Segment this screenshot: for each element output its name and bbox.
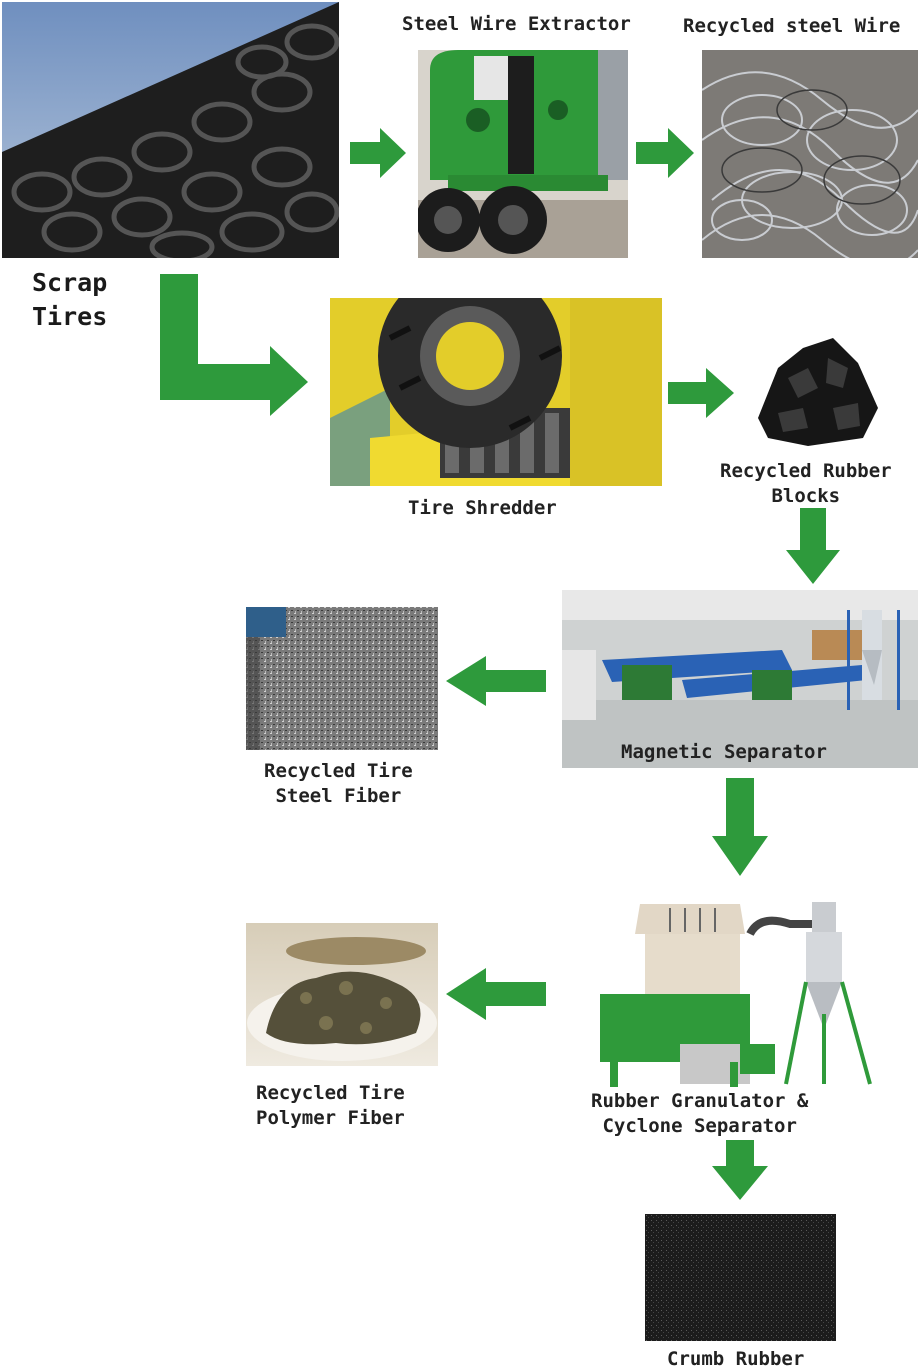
recycled-tire-steel-fiber-label: Recycled Tire Steel Fiber [264,760,413,807]
tire-shredder-image [330,298,662,486]
arrow-extractor-to-steel-wire [636,128,694,178]
recycled-steel-wire-label: Recycled steel Wire [683,15,901,37]
arrow-magnetic-separator-to-steel-fiber [446,656,546,706]
arrow-scrap-to-extractor [350,128,406,178]
recycled-tire-polymer-fiber-label: Recycled Tire Polymer Fiber [256,1082,405,1129]
recycled-tire-polymer-fiber-image [246,923,438,1066]
recycled-rubber-blocks-label: Recycled Rubber Blocks [720,460,892,507]
crumb-rubber-image [645,1214,836,1341]
arrow-shredder-to-rubber-blocks [668,368,734,418]
crumb-rubber-label: Crumb Rubber [667,1348,805,1370]
arrow-magnetic-separator-to-granulator [712,778,768,876]
recycled-steel-wire-image [702,50,918,258]
arrow-granulator-to-polymer-fiber [446,968,546,1020]
steel-wire-extractor-label: Steel Wire Extractor [402,13,631,35]
magnetic-separator-label: Magnetic Separator [621,741,827,763]
arrow-scrap-to-shredder [160,274,308,416]
steel-wire-extractor-image [418,50,628,258]
magnetic-separator-image [562,590,918,768]
tire-shredder-label: Tire Shredder [408,497,557,519]
rubber-granulator-cyclone-separator-image [600,894,875,1092]
recycled-tire-steel-fiber-image [246,607,438,750]
recycled-rubber-blocks-image [748,328,884,452]
rubber-granulator-cyclone-separator-label: Rubber Granulator & Cyclone Separator [591,1090,809,1137]
scrap-tires-image [2,2,339,258]
arrow-granulator-to-crumb-rubber [712,1140,768,1200]
arrow-rubber-blocks-to-magnetic-separator [786,508,840,584]
scrap-tires-label: Scrap Tires [32,268,108,331]
